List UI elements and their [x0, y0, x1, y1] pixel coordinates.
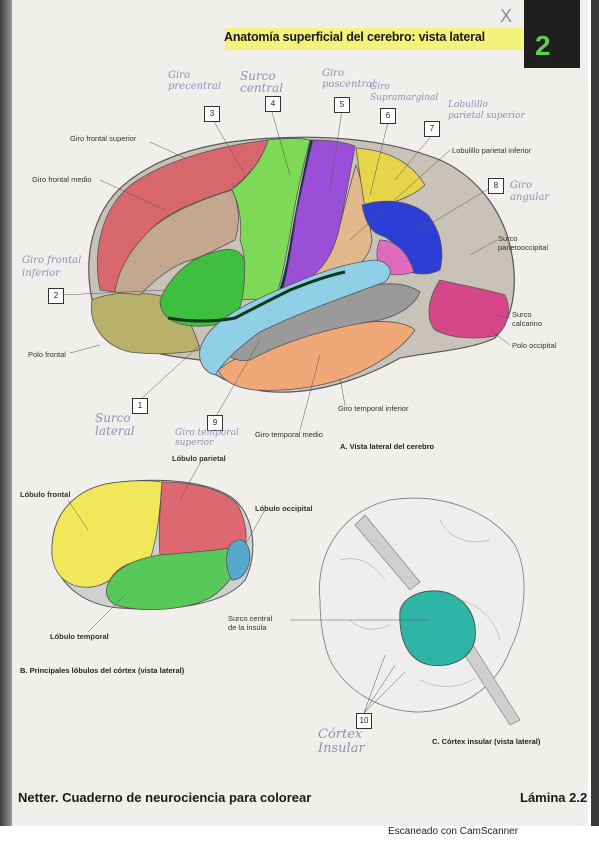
number-box-3: 3 [204, 106, 220, 122]
brain-lateral-figure [61, 109, 515, 431]
handwriting-3: Giro precentral [168, 70, 222, 92]
caption-fig-b: B. Principales lóbulos del córtex (vista… [20, 666, 185, 675]
label-giro-temporal-medio: Giro temporal medio [255, 430, 323, 439]
footer-book-title: Netter. Cuaderno de neurociencia para co… [18, 790, 312, 805]
label-surco-parietooccipital: Surco parietooccipital [498, 234, 549, 252]
book-binding [0, 0, 12, 826]
chapter-number: 2 [535, 30, 551, 61]
handwriting-2: Giro frontal inferior [22, 255, 82, 279]
label-giro-frontal-medio: Giro frontal medio [32, 175, 92, 184]
number-box-4: 4 [265, 96, 281, 112]
chapter-tab [524, 0, 580, 68]
number-box-2: 2 [48, 288, 64, 304]
label-lobulo-frontal: Lóbulo frontal [20, 490, 71, 499]
number-box-5: 5 [334, 97, 350, 113]
handwriting-8: Giro angular [510, 180, 550, 203]
label-giro-temporal-inferior: Giro temporal inferior [338, 404, 409, 413]
insula-figure [290, 497, 525, 726]
label-surco-central-insula: Surco central de la ínsula [228, 614, 273, 632]
label-lobulo-occipital: Lóbulo occipital [255, 504, 313, 513]
book-edge [591, 0, 599, 826]
label-giro-frontal-superior: Giro frontal superior [70, 134, 137, 143]
number-box-10: 10 [356, 713, 372, 729]
handwriting-7: Lobulillo parietal superior [448, 100, 525, 121]
brain-lobes-figure [51, 462, 266, 633]
scanner-watermark: Escaneado con CamScanner [388, 826, 519, 837]
number-box-7: 7 [424, 121, 440, 137]
number-box-1: 1 [132, 398, 148, 414]
handwriting-5: Giro poscentral [322, 68, 376, 90]
caption-fig-a: A. Vista lateral del cerebro [340, 442, 435, 451]
handwriting-9: Giro temporal superior [175, 428, 239, 448]
caption-fig-c: C. Córtex insular (vista lateral) [432, 737, 541, 746]
label-lobulo-parietal: Lóbulo parietal [172, 454, 226, 463]
number-box-8: 8 [488, 178, 504, 194]
page-title: Anatomía superficial del cerebro: vista … [224, 30, 485, 44]
footer-plate-number: Lámina 2.2 [520, 790, 588, 805]
handwriting-1: Surco lateral [95, 411, 135, 438]
handwriting-6: Giro Supramarginal [370, 82, 439, 103]
handwriting-4: Surco central [240, 69, 284, 95]
label-lobulo-temporal: Lóbulo temporal [50, 632, 109, 641]
label-lobulillo-parietal-inferior: Lobulillo parietal inferior [452, 146, 532, 155]
label-polo-frontal: Polo frontal [28, 350, 66, 359]
number-box-6: 6 [380, 108, 396, 124]
number-box-9: 9 [207, 415, 223, 431]
handwriting-10: Córtex Insular [318, 727, 365, 756]
handwritten-mark: X [500, 6, 513, 26]
label-surco-calcarino: Surco calcarino [512, 310, 543, 328]
header-highlight [225, 28, 525, 50]
label-polo-occipital: Polo occipital [512, 341, 557, 350]
